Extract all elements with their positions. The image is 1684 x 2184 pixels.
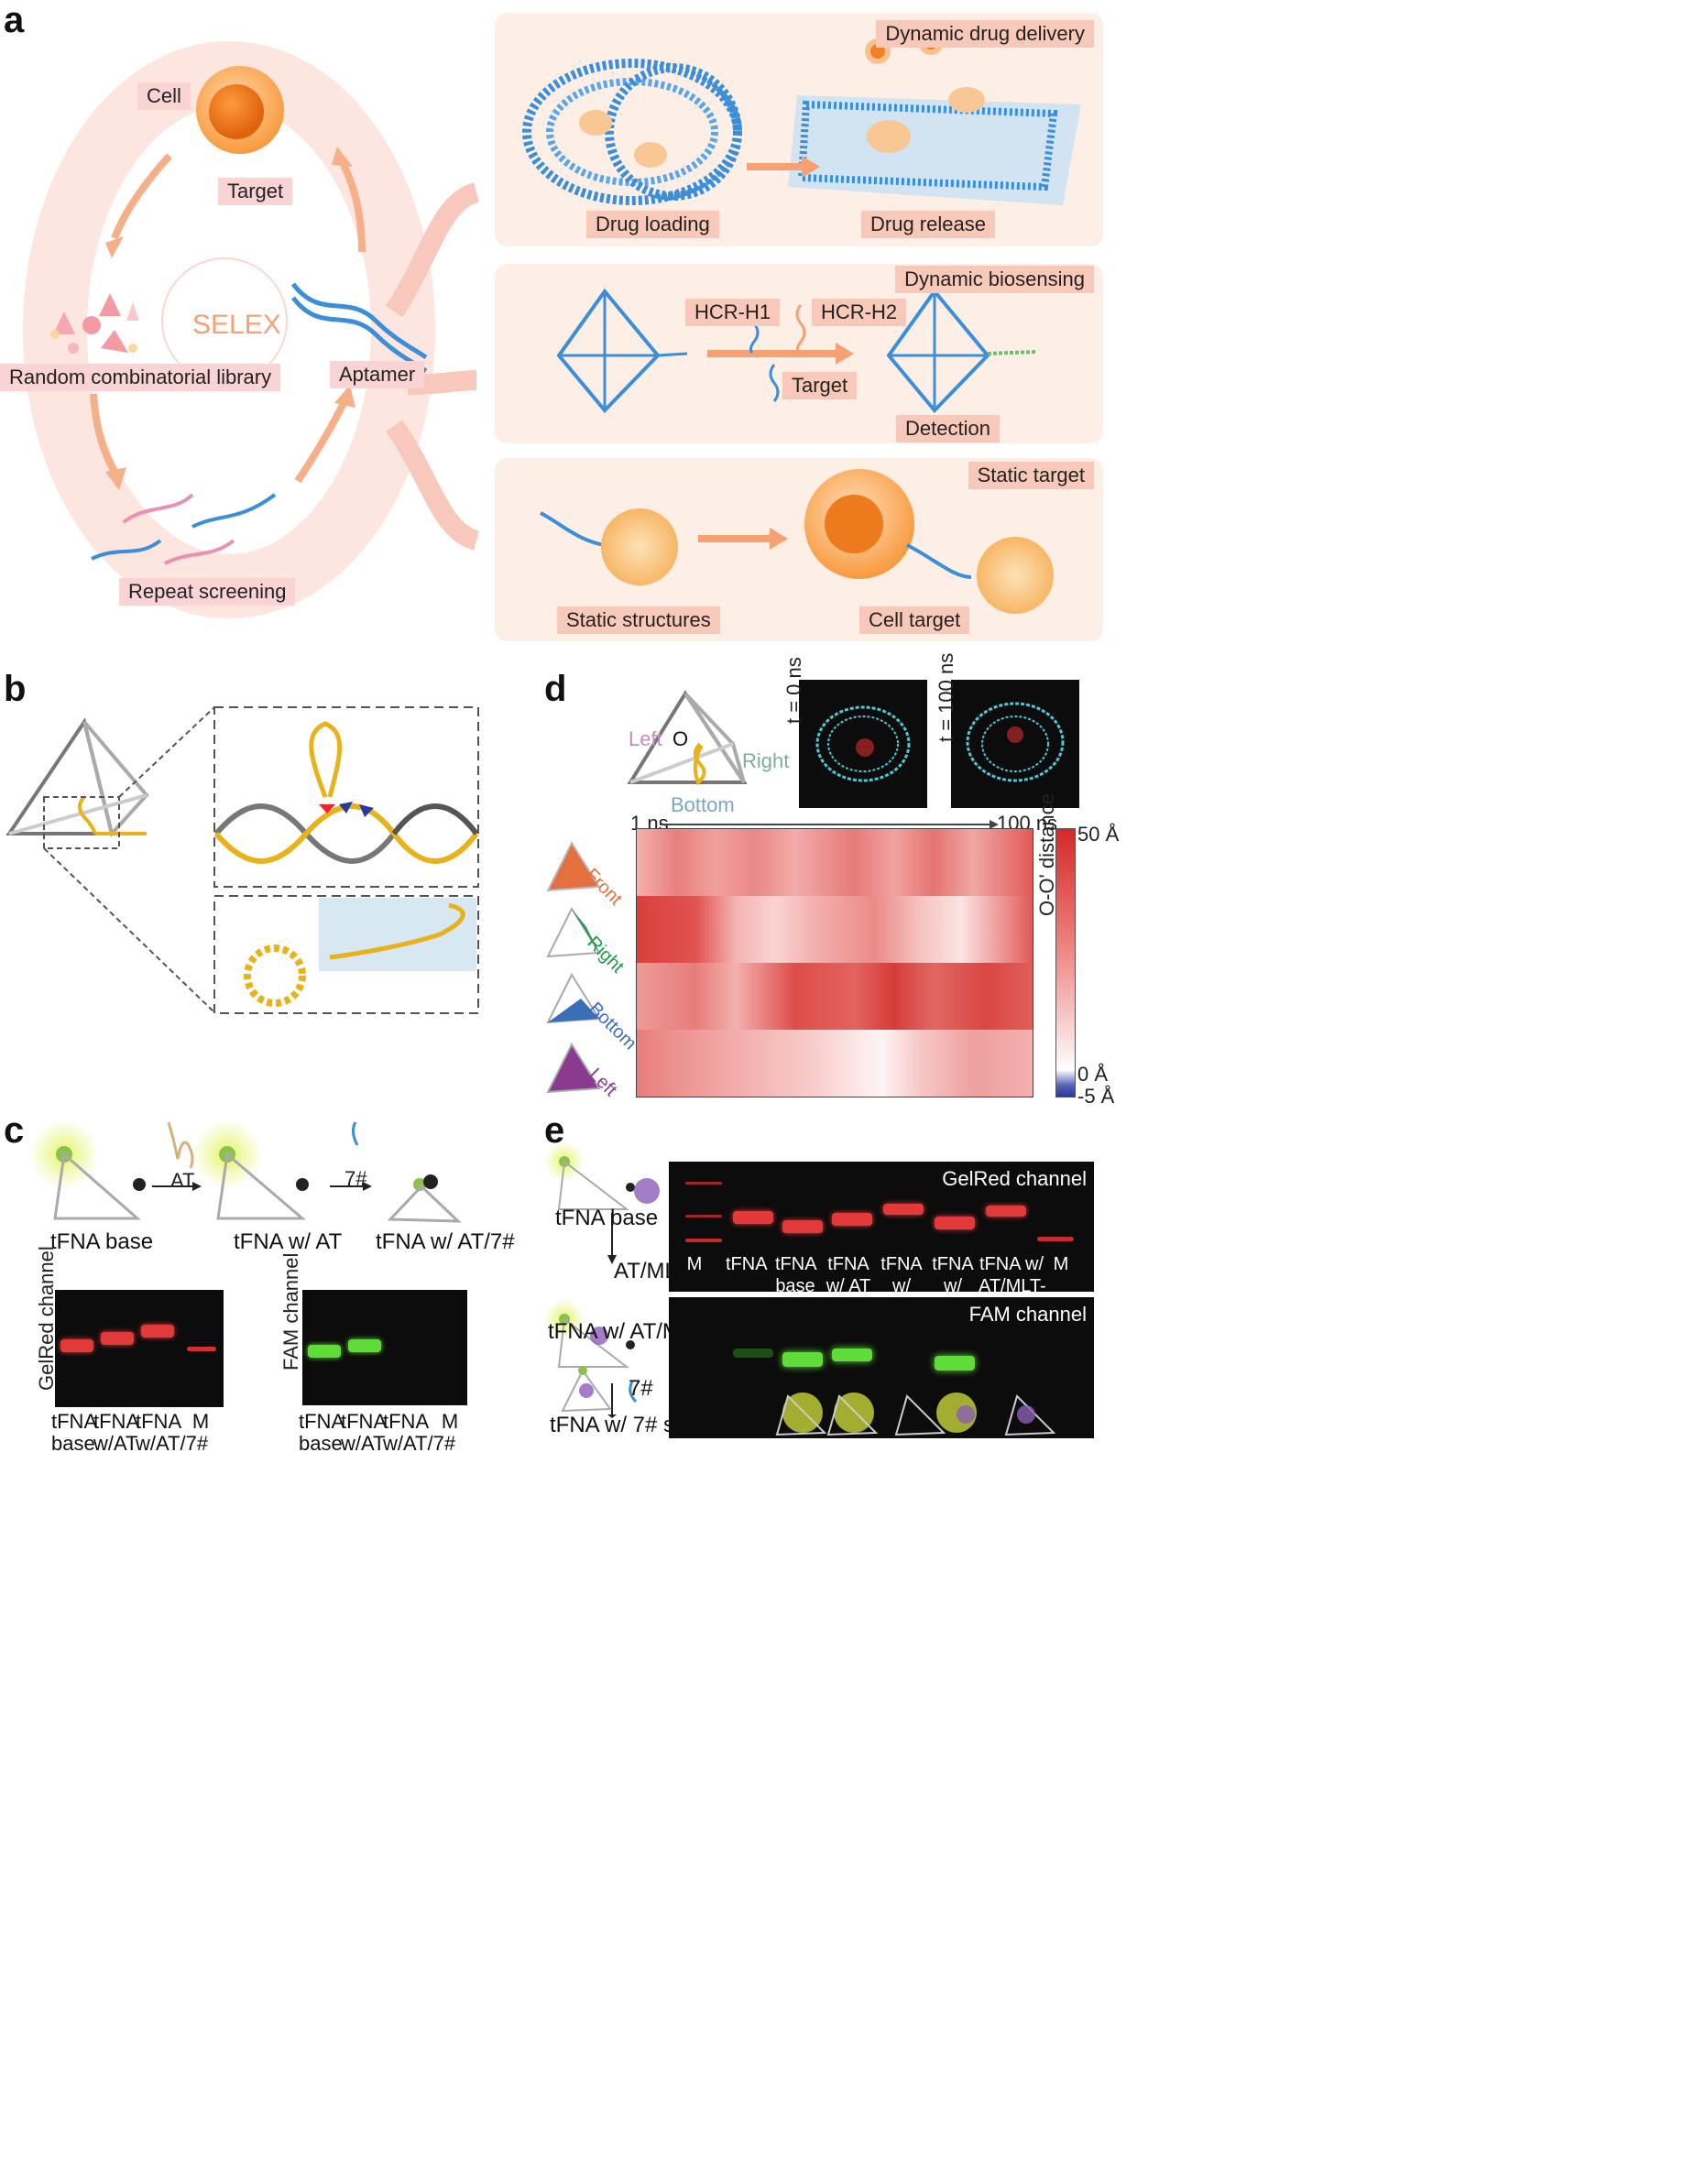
d-colorbar-title: O-O' distance: [1035, 793, 1059, 916]
c-gel2-lane-4: M: [436, 1411, 464, 1433]
gel-band: [935, 1217, 975, 1229]
d-heatmap: [636, 828, 1033, 1097]
drug-release-label: Drug release: [861, 211, 995, 238]
box-dynamic-drug-delivery: Dynamic drug delivery Drug loading Drug …: [495, 13, 1103, 246]
d-origin-label: O: [673, 727, 688, 751]
drug-loading-label: Drug loading: [586, 211, 719, 238]
dynamic-biosensing-tag: Dynamic biosensing: [895, 266, 1094, 293]
hcr-h1-label: HCR-H1: [685, 299, 780, 326]
d-colorbar-zero: 0 Å: [1077, 1063, 1108, 1087]
aptamer-label: Aptamer: [330, 361, 424, 388]
cell-target-label: Cell target: [859, 606, 969, 634]
c-gelred-gel: [55, 1290, 224, 1407]
gel-band: [733, 1211, 773, 1224]
c-gel2-lane-2: tFNA w/AT: [341, 1411, 383, 1455]
library-label: Random combinatorial library: [0, 364, 280, 391]
c-gel1-lane-3: tFNA w/AT/7#: [136, 1411, 178, 1455]
d-time-label-0: t = 0 ns: [782, 657, 806, 724]
panel-c-assembly-diagram: [27, 1113, 504, 1232]
snapshot-structure: [799, 680, 927, 808]
biosensing-target-label: Target: [782, 372, 857, 399]
gel-band: [986, 1206, 1026, 1217]
e-step-7: 7#: [629, 1376, 653, 1402]
panel-label-d: d: [544, 669, 566, 710]
c-gel2-lane-1: tFNA base: [299, 1411, 341, 1455]
d-left-face-label: Left: [629, 727, 662, 751]
c-gel1-lane-2: tFNA w/AT: [93, 1411, 136, 1455]
d-snapshot-100ns: [951, 680, 1079, 808]
panel-b-tetrahedron-diagram: [0, 696, 495, 1026]
c-fam-channel-label: FAM channel: [279, 1253, 303, 1370]
gel-band: [348, 1339, 381, 1352]
gel-band: [685, 1215, 722, 1218]
e-lane-8: M: [1046, 1253, 1076, 1275]
box-dynamic-biosensing: Dynamic biosensing HCR-H1 HCR-H2 Target …: [495, 264, 1103, 443]
d-colorbar-min: -5 Å: [1077, 1085, 1114, 1108]
snapshot-structure: [951, 680, 1079, 808]
c-step3-label: tFNA w/ AT/7#: [376, 1229, 515, 1255]
gel-band: [187, 1347, 216, 1351]
c-gelred-channel-label: GelRed channel: [35, 1246, 59, 1391]
gel-band: [685, 1239, 722, 1242]
e-step-base: tFNA base: [555, 1206, 658, 1231]
gel-band: [733, 1349, 773, 1358]
c-gel1-lane-1: tFNA base: [51, 1411, 93, 1455]
e-fam-gel: FAM channel: [669, 1297, 1094, 1438]
c-fam-gel: [302, 1290, 467, 1405]
heatmap-row-front: [637, 829, 1033, 896]
e-lane-2: tFNA: [726, 1253, 766, 1275]
panel-label-c: c: [4, 1110, 24, 1152]
e-lane-3: tFNA base: [775, 1253, 815, 1297]
box-static-target: Static target Static structures Cell tar…: [495, 458, 1103, 641]
c-step1-label: tFNA base: [50, 1229, 153, 1255]
gel-band: [883, 1204, 924, 1215]
static-structures-label: Static structures: [557, 606, 720, 634]
e-lane-1: M: [680, 1253, 709, 1275]
gel-band: [782, 1220, 823, 1233]
e-lane-4: tFNA w/ AT: [825, 1253, 872, 1297]
gel-band: [935, 1356, 975, 1370]
heatmap-row-right: [637, 896, 1033, 963]
gel-band: [782, 1352, 823, 1367]
repeat-screening-label: Repeat screening: [119, 578, 295, 606]
target-label: Target: [218, 178, 292, 205]
gel-band: [60, 1339, 93, 1352]
c-gel2-lane-3: tFNA w/AT/7#: [383, 1411, 425, 1455]
gel-band: [1037, 1237, 1074, 1241]
dynamic-drug-delivery-tag: Dynamic drug delivery: [876, 20, 1094, 48]
d-colorbar-max: 50 Å: [1077, 823, 1119, 846]
gel-band: [832, 1213, 872, 1226]
e-final-tetrahedron: [559, 1365, 614, 1414]
hcr-h2-label: HCR-H2: [812, 299, 906, 326]
gel-band: [685, 1182, 722, 1185]
gel-band: [832, 1349, 872, 1361]
gel-band: [141, 1325, 174, 1338]
d-time-label-100: t = 100 ns: [935, 653, 958, 742]
d-bottom-face-label: Bottom: [671, 793, 735, 817]
detection-label: Detection: [896, 415, 1000, 442]
selex-center-label: SELEX: [192, 310, 281, 341]
e-lane-structure-icons: [770, 1387, 1090, 1438]
e-gelred-channel-label: GelRed channel: [942, 1167, 1087, 1191]
heatmap-row-bottom: [637, 963, 1033, 1030]
c-arrow1-label: AT: [170, 1169, 194, 1193]
static-target-tag: Static target: [968, 462, 1094, 489]
c-step2-label: tFNA w/ AT: [234, 1229, 342, 1255]
gel-band: [308, 1345, 341, 1358]
heatmap-row-left: [637, 1030, 1033, 1097]
cell-label: Cell: [137, 82, 191, 110]
gel-band: [101, 1332, 134, 1345]
e-gelred-gel: GelRed channel M tFNA tFNA base tFNA w/ …: [669, 1162, 1094, 1292]
d-right-face-label: Right: [742, 749, 789, 773]
c-gel1-lane-4: M: [187, 1411, 214, 1433]
c-arrow2-label: 7#: [344, 1167, 366, 1191]
e-fam-channel-label: FAM channel: [969, 1303, 1087, 1327]
d-snapshot-0ns: [799, 680, 927, 808]
